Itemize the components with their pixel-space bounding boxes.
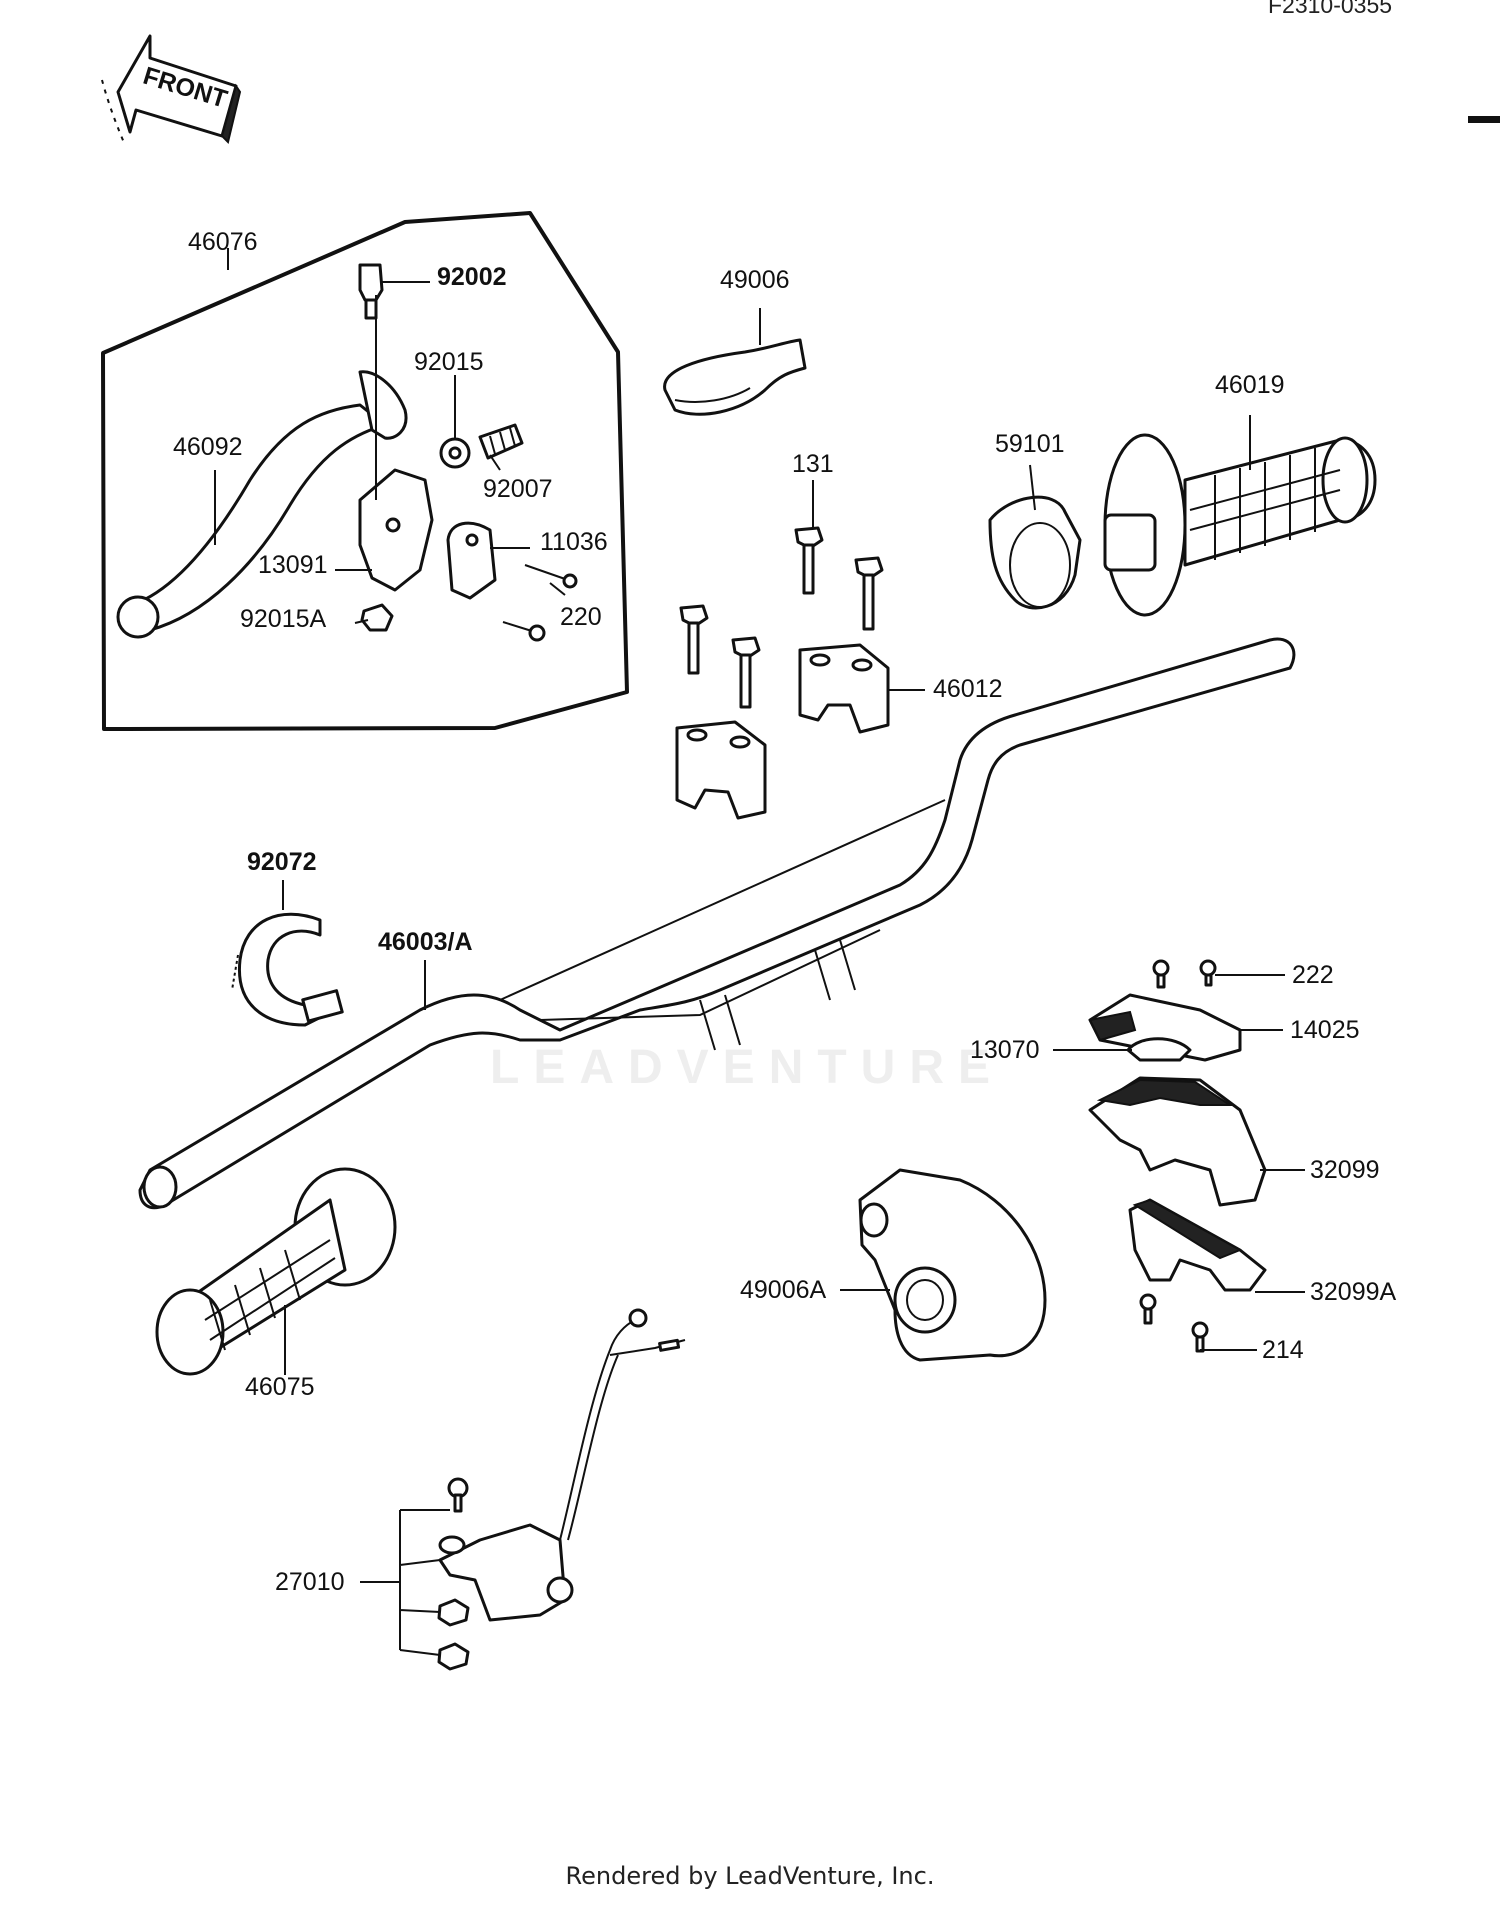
part-label-46003a: 46003/A <box>378 928 473 956</box>
throttle-case-cover <box>1088 993 1242 1062</box>
clutch-lever <box>116 370 408 639</box>
edge-mark <box>1468 116 1500 123</box>
part-label-11036: 11036 <box>540 528 608 556</box>
part-label-46019: 46019 <box>1215 371 1285 399</box>
diagram-reference-code: F2310-0355 <box>1268 0 1393 18</box>
pivot-bolt <box>358 263 384 320</box>
watermark-text: LEADVENTURE <box>490 1041 1005 1094</box>
left-grip <box>155 1167 397 1376</box>
part-label-46075: 46075 <box>245 1373 315 1401</box>
part-label-27010: 27010 <box>275 1568 345 1596</box>
part-label-92002: 92002 <box>437 263 507 291</box>
handlebar-holder-bolts <box>679 526 884 709</box>
holder-clamp <box>446 521 497 600</box>
footer-credit: Rendered by LeadVenture, Inc. <box>565 1862 935 1890</box>
part-label-46012: 46012 <box>933 675 1003 703</box>
adjuster-screw <box>478 423 524 460</box>
part-label-92015a: 92015A <box>240 605 327 633</box>
part-label-13070: 13070 <box>970 1036 1040 1064</box>
part-label-32099: 32099 <box>1310 1156 1380 1184</box>
part-label-92015: 92015 <box>414 348 484 376</box>
front-arrow-icon: FRONT <box>101 34 242 146</box>
handlebar <box>138 637 1296 1210</box>
part-label-131: 131 <box>792 450 834 478</box>
part-label-92007: 92007 <box>483 475 553 503</box>
part-label-14025: 14025 <box>1290 1016 1360 1044</box>
part-label-214: 214 <box>1262 1336 1304 1364</box>
clamp-screws <box>502 564 578 642</box>
part-label-46076: 46076 <box>188 228 258 256</box>
switch-housing <box>858 1168 1047 1362</box>
pivot-nut <box>360 603 394 632</box>
part-label-222: 222 <box>1292 961 1334 989</box>
part-label-49006: 49006 <box>720 266 790 294</box>
cable-band <box>231 912 344 1027</box>
part-label-13091: 13091 <box>258 551 328 579</box>
part-label-220: 220 <box>560 603 602 631</box>
part-label-46092: 46092 <box>173 433 243 461</box>
right-grip <box>1103 433 1377 617</box>
leader-lines <box>214 248 1305 1656</box>
part-label-92072: 92072 <box>247 848 317 876</box>
part-label-32099a: 32099A <box>1310 1278 1397 1306</box>
clutch-lever-assembly-frame <box>101 211 629 731</box>
gasket <box>1126 1037 1192 1062</box>
throttle-case-upper <box>1088 1076 1267 1207</box>
lever-cover <box>663 338 807 416</box>
throttle-pulley <box>988 495 1082 610</box>
engine-stop-switch <box>437 1308 686 1671</box>
part-label-59101: 59101 <box>995 430 1065 458</box>
part-label-49006a: 49006A <box>740 1276 827 1304</box>
throttle-housing-parts <box>1088 959 1267 1353</box>
